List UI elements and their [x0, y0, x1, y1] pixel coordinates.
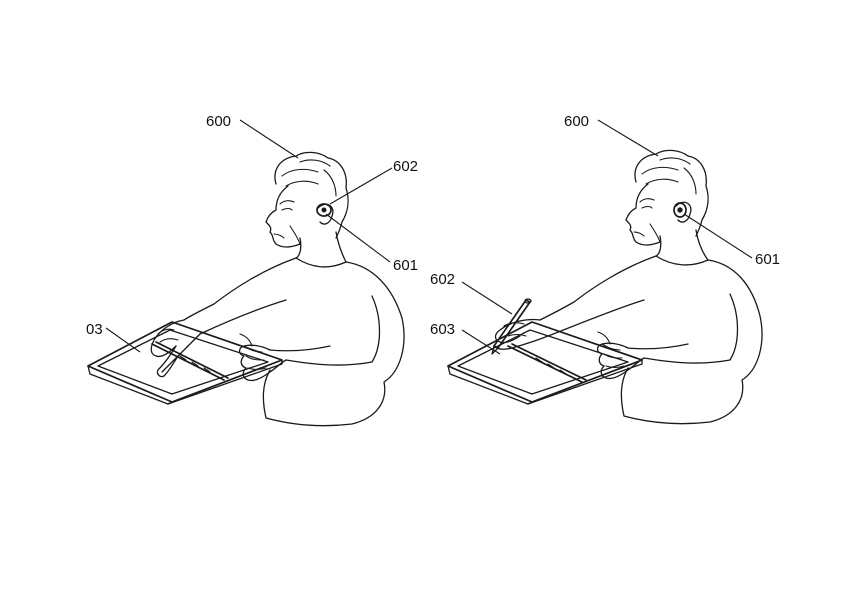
figure-right: 600 601 602 603	[430, 113, 780, 425]
label-03-left: 03	[86, 321, 103, 338]
hair-right	[634, 149, 709, 237]
label-602-left: 602	[393, 158, 418, 175]
leader-600-right	[597, 119, 659, 157]
earpiece-601-right	[673, 202, 687, 218]
right-arm-left	[183, 257, 297, 321]
mouth-left	[273, 233, 285, 239]
right-arm-under-left	[199, 299, 287, 335]
eye-left	[281, 207, 293, 211]
hair-left	[274, 151, 349, 239]
label-600-right: 600	[564, 113, 589, 130]
tablet-divider-left	[151, 343, 225, 381]
pointing-finger-left	[156, 345, 179, 378]
tablet-divider-right	[507, 345, 583, 383]
ear-right	[675, 201, 692, 223]
head-right	[625, 183, 661, 246]
leader-601-right	[683, 213, 753, 259]
label-602-right: 602	[430, 271, 455, 288]
leader-602-right	[461, 281, 513, 315]
leader-602-left	[329, 167, 393, 205]
right-hand-left	[150, 319, 185, 358]
label-601-left: 601	[393, 257, 418, 274]
torso-fold-left	[371, 295, 381, 363]
neck-left	[295, 237, 302, 259]
jaw-left	[289, 225, 301, 245]
label-600-left: 600	[206, 113, 231, 130]
head-left	[265, 185, 301, 248]
left-arm-left	[285, 359, 373, 366]
torso-right	[620, 255, 763, 425]
leader-03-left	[105, 327, 141, 353]
left-arm-right	[643, 357, 731, 364]
figure-left: 600 602 601 03	[86, 113, 418, 427]
leader-600-left	[239, 119, 299, 159]
label-601-right: 601	[755, 251, 780, 268]
left-forearm-left	[269, 345, 331, 352]
leader-601-left	[325, 213, 391, 263]
torso-left	[262, 257, 405, 427]
right-hand-right	[494, 318, 541, 344]
label-603-right: 603	[430, 321, 455, 338]
earpiece-601-left	[316, 203, 332, 217]
right-arm-right	[539, 255, 657, 321]
eyebrow-left	[279, 200, 295, 205]
leader-603-right	[461, 329, 501, 355]
